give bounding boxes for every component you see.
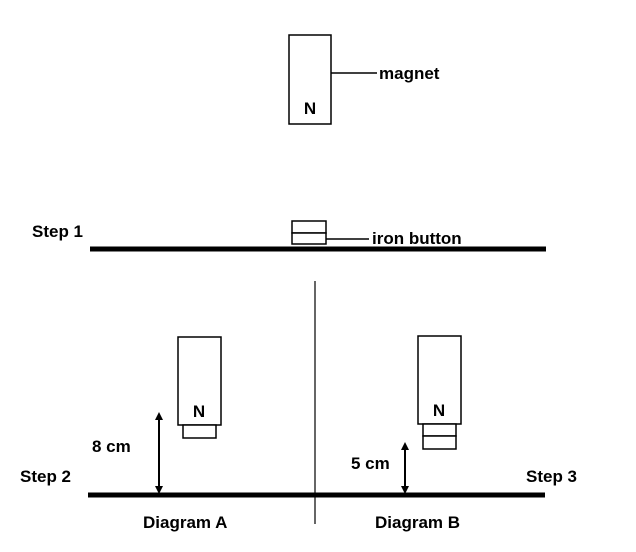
step1-setup: N magnet iron button Step 1 [32,34,546,252]
step3-label: Step 3 [526,467,577,486]
magnet-label: magnet [379,64,440,83]
diagram-b: N 5 cm Diagram B [351,335,462,532]
iron-button-a [182,424,217,439]
diagram-a: N 8 cm Diagram A [92,336,227,532]
magnet-b [417,335,462,425]
diagram-a-label: Diagram A [143,513,227,532]
distance-label-b: 5 cm [351,454,390,473]
magnet-top [288,34,332,125]
step1-label: Step 1 [32,222,83,241]
distance-label-a: 8 cm [92,437,131,456]
magnet-a-pole: N [193,402,205,421]
step2-label: Step 2 [20,467,71,486]
iron-buttons-b [422,423,457,450]
magnet-top-pole: N [304,99,316,118]
iron-button-step1 [291,220,327,245]
magnet-b-pole: N [433,401,445,420]
iron-button-label: iron button [372,229,462,248]
diagram-b-label: Diagram B [375,513,460,532]
